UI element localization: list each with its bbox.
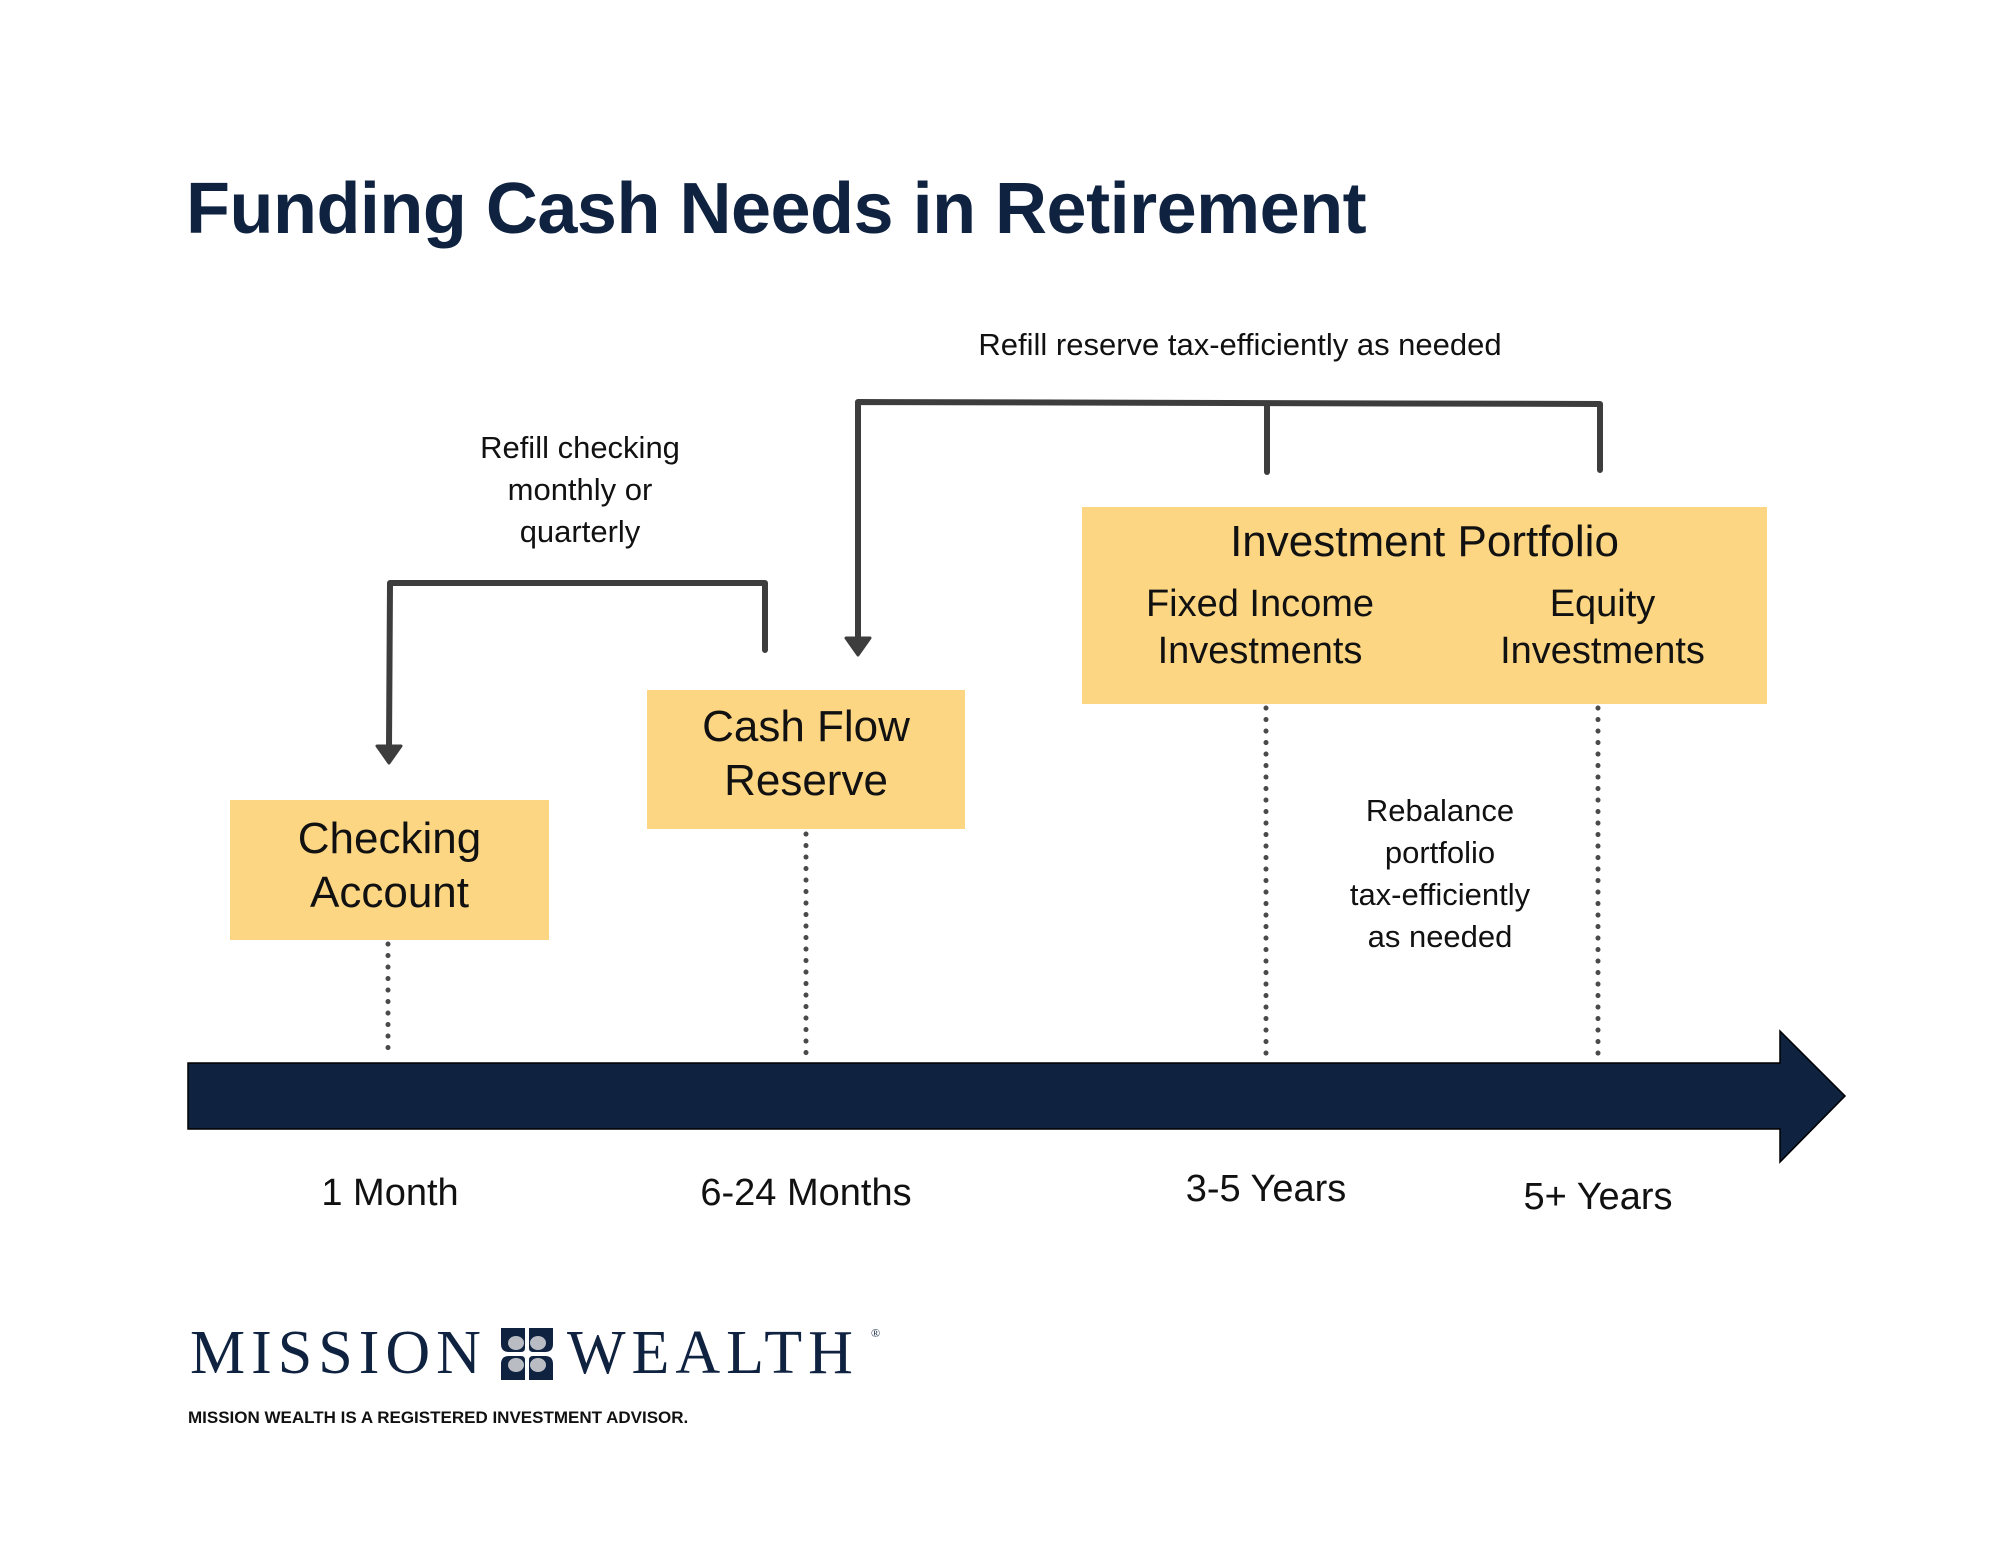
equity-label: Equity	[1549, 583, 1656, 625]
logo-text-left: MISSION	[190, 1319, 487, 1387]
refill-checking-line: Refill checking	[480, 430, 680, 465]
refill-reserve-text: Refill reserve tax-efficiently as needed	[978, 327, 1502, 362]
cash-flow-reserve-label: Reserve	[724, 756, 888, 805]
refill-checking-line: quarterly	[519, 514, 641, 549]
checking-account-box: Checking Account	[230, 800, 549, 940]
cash-flow-reserve-box: Cash Flow Reserve	[647, 690, 965, 829]
page-title: Funding Cash Needs in Retirement	[186, 169, 1367, 249]
logo-text-right: WEALTH	[566, 1319, 859, 1387]
fixed-income-label: Investments	[1157, 630, 1363, 672]
rebalance-annotation: Rebalance portfolio tax-efficiently as n…	[1310, 790, 1570, 958]
investment-portfolio-box: Investment Portfolio Fixed Income Invest…	[1082, 507, 1767, 704]
registered-mark: ®	[870, 1326, 881, 1340]
fixed-income-section: Fixed Income Investments	[1082, 581, 1438, 675]
equity-section: Equity Investments	[1438, 581, 1767, 675]
cash-flow-reserve-label: Cash Flow	[702, 702, 910, 751]
refill-checking-bracket	[386, 580, 768, 751]
rebalance-line: Rebalance	[1365, 793, 1515, 828]
arrow-down-icon	[375, 744, 403, 765]
disclaimer: MISSION WEALTH IS A REGISTERED INVESTMEN…	[188, 1408, 689, 1427]
dotted-lines	[385, 705, 1601, 1061]
refill-checking-annotation: Refill checking monthly or quarterly	[440, 427, 720, 553]
refill-reserve-annotation: Refill reserve tax-efficiently as needed	[900, 324, 1580, 366]
timeline-label-1-month: 1 Month	[321, 1172, 459, 1214]
equity-label: Investments	[1500, 630, 1705, 672]
mission-wealth-logo: MISSION WEALTH ®	[190, 1318, 880, 1389]
rebalance-line: tax-efficiently	[1349, 877, 1531, 912]
checking-account-label: Checking	[297, 814, 482, 863]
arrow-down-icon	[844, 636, 872, 657]
refill-checking-line: monthly or	[507, 472, 653, 507]
rebalance-line: as needed	[1367, 919, 1513, 954]
timeline-label-5-plus-years: 5+ Years	[1523, 1176, 1673, 1218]
timeline-arrow	[187, 1029, 1847, 1164]
investment-portfolio-title: Investment Portfolio	[1230, 517, 1619, 566]
timeline-label-6-24-months: 6-24 Months	[700, 1172, 912, 1214]
timeline-label-3-5-years: 3-5 Years	[1185, 1168, 1347, 1210]
refill-reserve-bracket	[855, 399, 1603, 643]
fixed-income-label: Fixed Income	[1145, 583, 1375, 625]
rebalance-line: portfolio	[1384, 835, 1496, 870]
portfolio-split: Fixed Income Investments Equity Investme…	[1082, 581, 1767, 675]
checking-account-label: Account	[310, 868, 469, 917]
four-petal-flower-icon	[498, 1325, 555, 1382]
